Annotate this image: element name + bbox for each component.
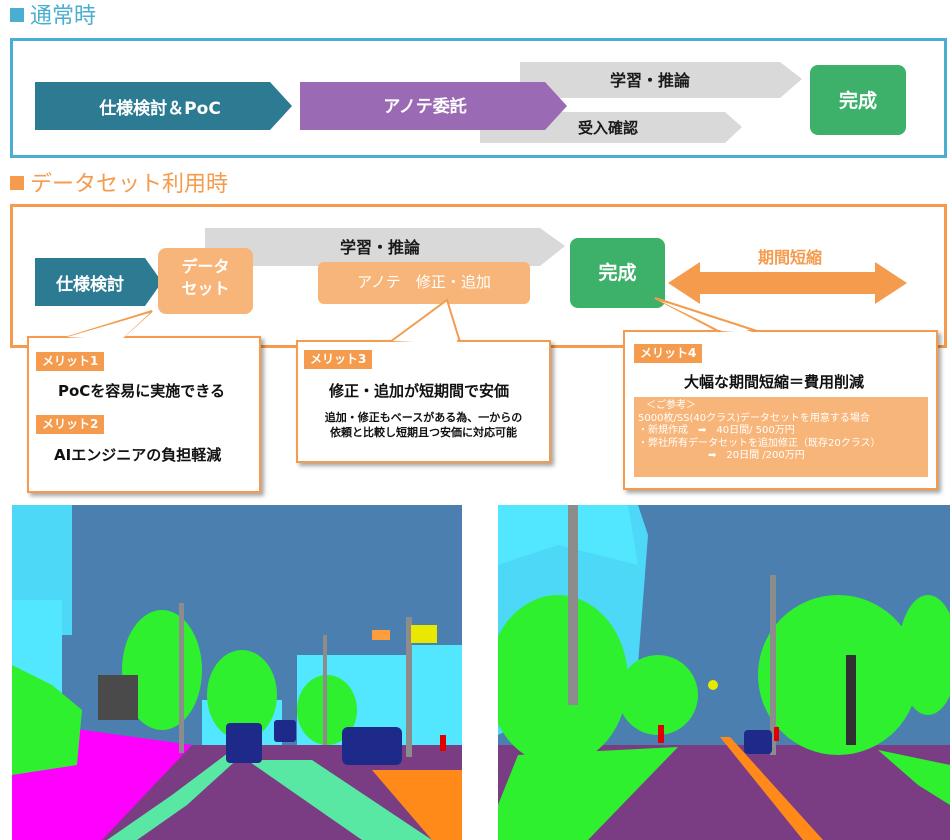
acceptance-label: 受入確認: [577, 118, 638, 137]
merit-3-desc: 追加・修正もベースがある為、一からの 依頼と比較し短期且つ安価に対応可能: [300, 410, 547, 440]
pointer-merit4-cover: [660, 301, 758, 334]
annotation-fix-box-shape: [318, 262, 530, 304]
dataset-box-shape: [158, 248, 253, 314]
normal-done-label: 完成: [838, 89, 877, 112]
dataset-learning-label: 学習・推論: [339, 238, 420, 257]
dataset-done-box-shape: [570, 238, 665, 308]
learning-label: 学習・推論: [609, 71, 690, 90]
period-double-arrow-shape: [668, 262, 907, 304]
dataset-flow-arrows: [35, 228, 907, 314]
square-bullet-icon: [10, 176, 24, 190]
normal-flow-frame: [10, 38, 947, 158]
merit-4-title: 大幅な期間短縮＝費用削減: [684, 373, 865, 391]
learning-arrow-shape: [520, 62, 802, 98]
ref-line-5: ➡ 20日間 /200万円: [708, 450, 805, 461]
merit-4-badge: メリット4: [634, 344, 703, 363]
ref-line-4: ・弊社所有データセットを追加修正（既存20クラス）: [638, 437, 881, 449]
annotation-label: アノテ委託: [383, 96, 467, 117]
merit-2-badge: メリット2: [36, 415, 105, 434]
ref-line-2: 5000枚/SS(40クラス)データセットを用意する場合: [638, 412, 870, 424]
dataset-box-line1: データ: [181, 257, 230, 276]
pointer-merit3-cover: [393, 303, 458, 344]
dataset-box-line2: セット: [181, 279, 230, 298]
pointer-merit1-cover: [67, 313, 150, 340]
annotation-arrow-shape: [300, 82, 567, 130]
spec-poc-arrow-shape: [35, 82, 292, 130]
annotation-fix-label: アノテ 修正・追加: [357, 272, 491, 291]
segmentation-image-left: [12, 505, 462, 840]
normal-flow-arrows: [35, 62, 906, 143]
normal-heading-text: 通常時: [30, 4, 97, 29]
square-bullet-icon: [10, 8, 24, 22]
dataset-box-label: データ セット: [158, 256, 253, 300]
merit-4-reference-box: ＜ご参考＞ 5000枚/SS(40クラス)データセットを用意する場合 ・新規作成…: [634, 397, 928, 477]
ref-line-3: ・新規作成 ➡ 40日間/ 500万円: [638, 425, 795, 436]
merit-1-text: PoCを容易に実施できる: [58, 382, 226, 400]
merit-3-title: 修正・追加が短期間で安価: [329, 382, 510, 400]
segmentation-image-right: [498, 505, 950, 840]
merit-1-badge: メリット1: [36, 352, 105, 371]
merit-3-desc-line2: 依頼と比較し短期且つ安価に対応可能: [330, 426, 517, 439]
merit-2-text: AIエンジニアの負担軽減: [54, 446, 222, 464]
merit-3-badge: メリット3: [304, 350, 373, 369]
done-box-shape: [810, 65, 906, 135]
ref-line-1: ＜ご参考＞: [646, 400, 696, 411]
merit-3-desc-line1: 追加・修正もベースがある為、一からの: [324, 411, 523, 424]
dataset-heading: データセット利用時: [10, 172, 228, 198]
dataset-learning-arrow-shape: [205, 228, 565, 266]
normal-heading: 通常時: [10, 4, 96, 30]
period-label: 期間短縮: [757, 248, 822, 267]
spec-poc-label: 仕様検討＆PoC: [99, 98, 221, 119]
dataset-heading-text: データセット利用時: [30, 172, 229, 197]
dataset-done-label: 完成: [598, 261, 637, 284]
dataset-spec-arrow-shape: [35, 258, 162, 306]
dataset-spec-label: 仕様検討: [56, 274, 124, 295]
